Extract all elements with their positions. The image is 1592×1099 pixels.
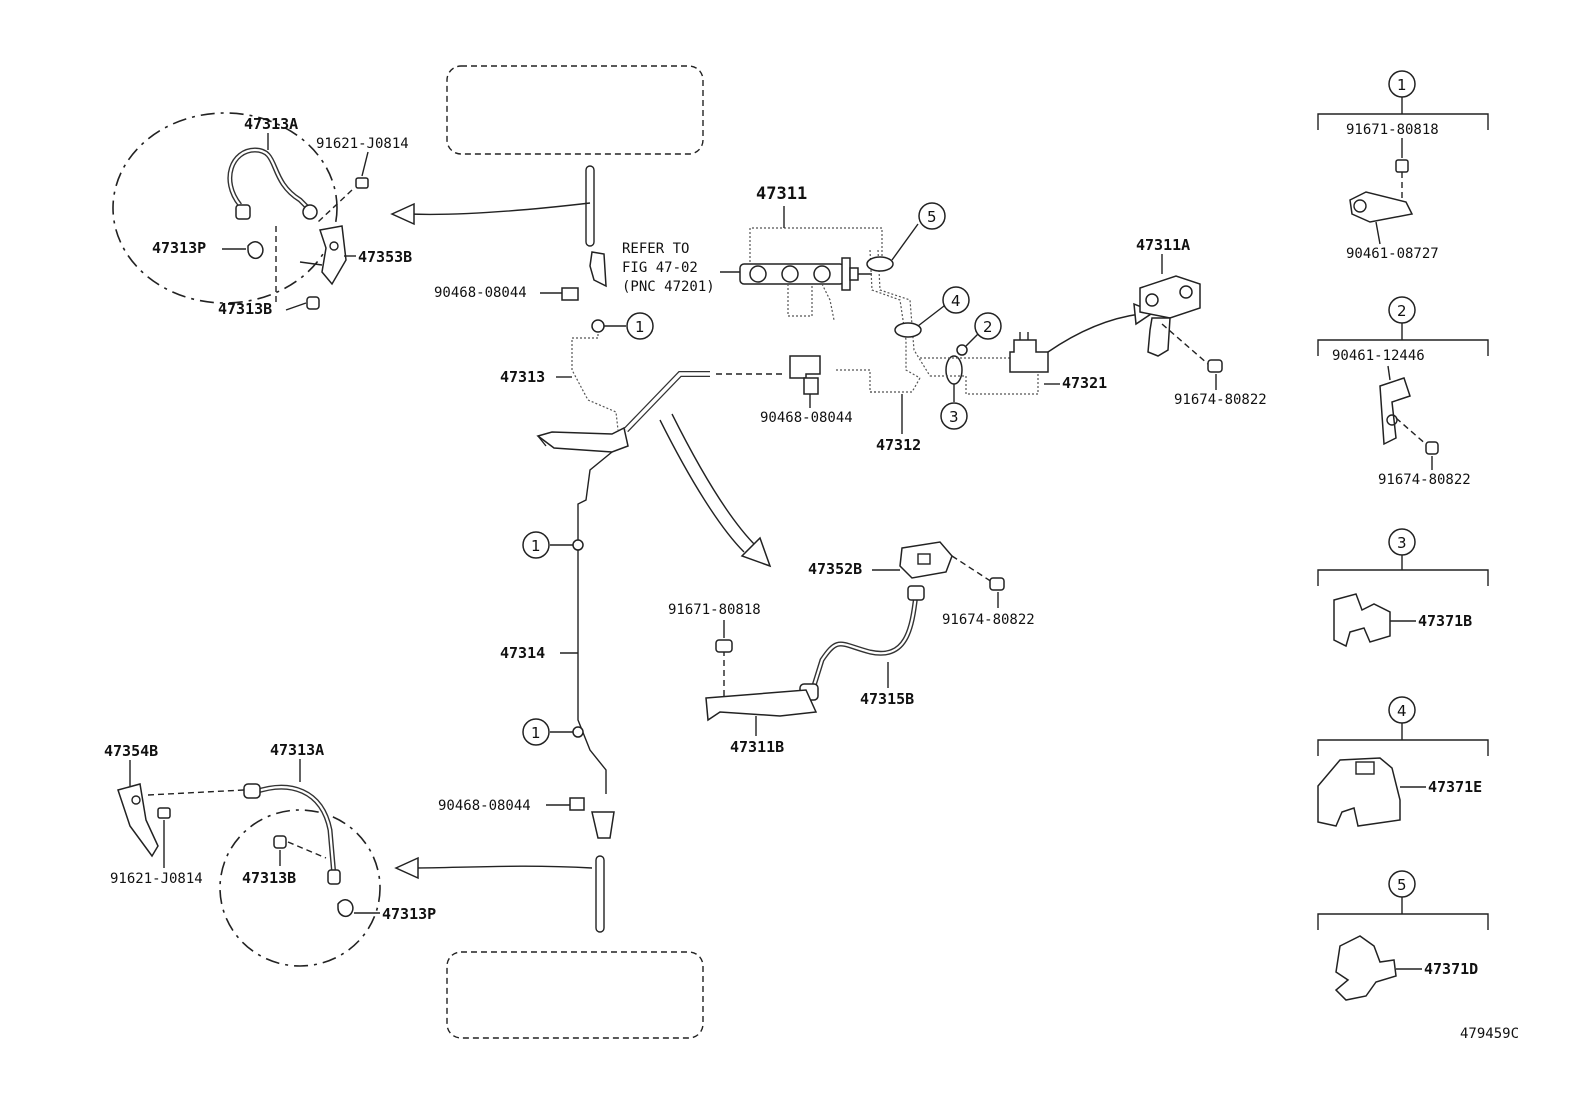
- callout-1-c-text: 1: [531, 724, 541, 742]
- label-47313P-bottom: 47313P: [382, 905, 436, 923]
- callout-1-b-text: 1: [531, 537, 541, 555]
- clip-47313P: [247, 241, 264, 260]
- label-91674-mid-right: 91674-80822: [1174, 392, 1267, 408]
- label-47354B: 47354B: [104, 742, 158, 760]
- ref-line3: (PNC 47201): [622, 279, 715, 295]
- vehicle-front-outline: [446, 65, 704, 155]
- callout-4-text: 4: [951, 292, 961, 310]
- bracket-47353B: [319, 225, 347, 286]
- label-47315B: 47315B: [860, 690, 914, 708]
- label-90468-b: 90468-08044: [760, 410, 853, 426]
- label-47313A-top: 47313A: [244, 115, 298, 133]
- rear-left-detail-circle: [219, 809, 381, 967]
- label-47313B-bottom: 47313B: [242, 869, 296, 887]
- label-47313A-bottom: 47313A: [270, 741, 324, 759]
- front-tube-section: [585, 165, 595, 247]
- legend-3-part: 47371B: [1418, 612, 1472, 630]
- label-90468-a: 90468-08044: [434, 285, 527, 301]
- tube-47314: [577, 451, 613, 794]
- clip-47371E-icon: [1317, 757, 1401, 827]
- legend-3-num: 3: [1397, 534, 1407, 552]
- front-left-detail-circle: [112, 112, 338, 304]
- legend-2-part-a: 90461-12446: [1332, 348, 1425, 364]
- ref-line1: REFER TO: [622, 241, 689, 257]
- callout-2: [974, 312, 1002, 340]
- label-47353B: 47353B: [358, 248, 412, 266]
- bolt-icon: [355, 177, 369, 189]
- rear-tube-section: [595, 855, 605, 933]
- callout-1-a: [626, 312, 654, 340]
- front-direction-arrow: [407, 202, 591, 216]
- label-47321: 47321: [1062, 374, 1107, 392]
- label-91621-bottom: 91621-J0814: [110, 871, 203, 887]
- three-way-union: [536, 426, 629, 453]
- label-47313P-top: 47313P: [152, 239, 206, 257]
- legend-5-part: 47371D: [1424, 960, 1478, 978]
- label-47311: 47311: [756, 184, 807, 204]
- legend-5-num: 5: [1397, 876, 1407, 894]
- legend-1-part-b: 90461-08727: [1346, 246, 1439, 262]
- bracket-47354B: [117, 783, 159, 858]
- callout-3-text: 3: [949, 408, 959, 426]
- drawing-number: 479459C: [1460, 1026, 1519, 1042]
- legend-2-part-b: 91674-80822: [1378, 472, 1471, 488]
- clip-47371D-icon: [1334, 935, 1397, 1001]
- legend-4-num: 4: [1397, 702, 1407, 720]
- legend-1-num: 1: [1397, 76, 1407, 94]
- bracket-47311B: [705, 689, 818, 722]
- callout-1-c: [522, 718, 550, 746]
- union-bolt-47313B: [306, 296, 320, 310]
- label-91671-mid: 91671-80818: [668, 602, 761, 618]
- label-47311B: 47311B: [730, 738, 784, 756]
- callout-1-b: [522, 531, 550, 559]
- legend-1-part-a: 91671-80818: [1346, 122, 1439, 138]
- callout-4: [942, 286, 970, 314]
- label-47352B: 47352B: [808, 560, 862, 578]
- callout-3: [940, 402, 968, 430]
- label-47311A: 47311A: [1136, 236, 1190, 254]
- label-90468-c: 90468-08044: [438, 798, 531, 814]
- bracket-47352B: [899, 541, 953, 579]
- clamp-icon: [1349, 191, 1414, 223]
- callout-2-text: 2: [983, 318, 993, 336]
- legend-4-part: 47371E: [1428, 778, 1482, 796]
- ref-line2: FIG 47-02: [622, 260, 698, 276]
- callout-5-text: 5: [927, 208, 937, 226]
- label-47314: 47314: [500, 644, 545, 662]
- clamp-icon-2: [1379, 377, 1411, 446]
- label-47312: 47312: [876, 436, 921, 454]
- label-47313: 47313: [500, 368, 545, 386]
- tube-47313: [571, 330, 619, 431]
- flex-hose-47315B: [809, 593, 919, 693]
- label-91621-top: 91621-J0814: [316, 136, 409, 152]
- clip-47371B-icon: [1333, 593, 1391, 648]
- valve-47321: [1009, 339, 1049, 373]
- vehicle-rear-outline: [446, 951, 704, 1039]
- label-91674-mid: 91674-80822: [942, 612, 1035, 628]
- callout-1-a-text: 1: [635, 318, 645, 336]
- callout-5: [918, 202, 946, 230]
- rear-direction-arrow: [413, 865, 593, 869]
- label-47313B-top: 47313B: [218, 300, 272, 318]
- legend-2-num: 2: [1397, 302, 1407, 320]
